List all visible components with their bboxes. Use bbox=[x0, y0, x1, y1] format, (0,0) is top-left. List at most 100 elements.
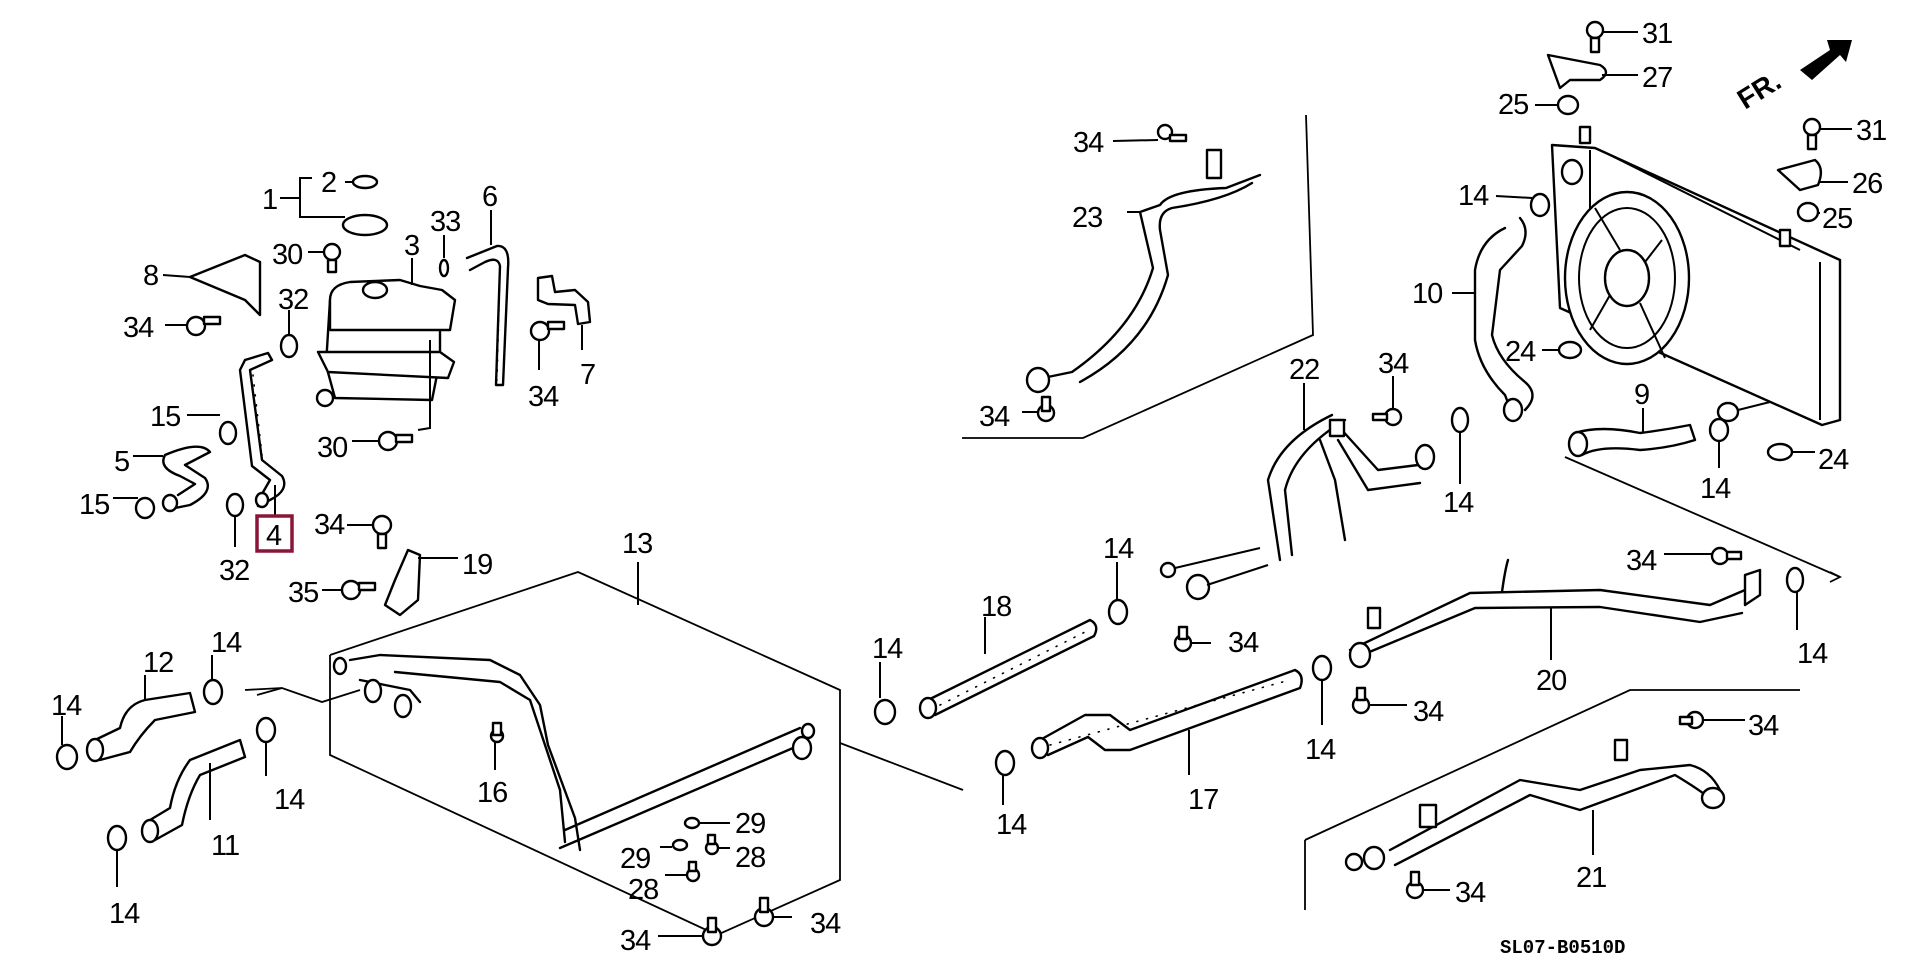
clamp-14-11right bbox=[255, 716, 277, 776]
bolt-34-pipe21b bbox=[1405, 870, 1450, 900]
callout-24[interactable]: 24 bbox=[1505, 336, 1537, 368]
callout-26[interactable]: 26 bbox=[1852, 168, 1883, 200]
callout-34[interactable]: 34 bbox=[123, 312, 155, 344]
callout-14[interactable]: 14 bbox=[872, 633, 904, 665]
callout-14[interactable]: 14 bbox=[1443, 487, 1475, 519]
front-indicator: FR. bbox=[1732, 40, 1852, 115]
callout-18[interactable]: 18 bbox=[981, 591, 1012, 623]
callout-31[interactable]: 31 bbox=[1642, 18, 1673, 50]
callout-21[interactable]: 21 bbox=[1576, 862, 1607, 894]
clamp-14-12right bbox=[202, 655, 224, 706]
callout-5[interactable]: 5 bbox=[114, 446, 130, 478]
callout-30[interactable]: 30 bbox=[317, 432, 348, 464]
callout-14[interactable]: 14 bbox=[1305, 734, 1337, 766]
callout-14[interactable]: 14 bbox=[1458, 180, 1490, 212]
callout-25[interactable]: 25 bbox=[1822, 203, 1853, 235]
callout-22[interactable]: 22 bbox=[1289, 354, 1320, 386]
callout-34[interactable]: 34 bbox=[528, 381, 560, 413]
bolt-34-bottom-right bbox=[753, 896, 792, 928]
callout-13[interactable]: 13 bbox=[622, 528, 653, 560]
callout-11[interactable]: 11 bbox=[211, 830, 240, 862]
callout-34[interactable]: 34 bbox=[314, 509, 346, 541]
callout-17[interactable]: 17 bbox=[1188, 784, 1219, 816]
callout-34[interactable]: 34 bbox=[1378, 348, 1410, 380]
clamp-14-18right bbox=[1107, 562, 1129, 626]
callout-15[interactable]: 15 bbox=[150, 401, 181, 433]
cushion-25-right bbox=[1796, 201, 1820, 223]
callout-14[interactable]: 14 bbox=[1700, 473, 1732, 505]
callout-24[interactable]: 24 bbox=[1818, 444, 1850, 476]
bolt-34-mid bbox=[347, 514, 393, 550]
callout-14[interactable]: 14 bbox=[1797, 638, 1829, 670]
callout-35[interactable]: 35 bbox=[288, 577, 319, 609]
clamp-14-hose10 bbox=[1495, 192, 1551, 218]
callout-14[interactable]: 14 bbox=[109, 898, 141, 930]
group-frame-13 bbox=[329, 571, 964, 936]
group-frame-21 bbox=[1304, 689, 1800, 910]
callout-1[interactable]: 1 bbox=[262, 184, 278, 216]
callout-34[interactable]: 34 bbox=[620, 925, 652, 957]
callout-34[interactable]: 34 bbox=[810, 908, 842, 940]
clamp-14-left bbox=[55, 716, 79, 771]
callout-9[interactable]: 9 bbox=[1634, 379, 1650, 411]
hose-5 bbox=[133, 445, 212, 513]
callout-34[interactable]: 34 bbox=[1073, 127, 1105, 159]
highlight-box-part-4[interactable] bbox=[255, 514, 294, 553]
callout-32[interactable]: 32 bbox=[278, 284, 309, 316]
callout-14[interactable]: 14 bbox=[996, 809, 1028, 841]
callout-34[interactable]: 34 bbox=[1413, 696, 1445, 728]
callout-29[interactable]: 29 bbox=[620, 843, 651, 875]
callout-28[interactable]: 28 bbox=[628, 874, 659, 906]
callout-34[interactable]: 34 bbox=[1748, 710, 1780, 742]
front-label: FR. bbox=[1732, 65, 1787, 115]
callout-14[interactable]: 14 bbox=[211, 627, 243, 659]
clamp-14-17left bbox=[994, 749, 1016, 805]
clamp-14-pipe20 bbox=[1785, 566, 1805, 630]
clamp-14-17right bbox=[1311, 654, 1333, 725]
callout-27[interactable]: 27 bbox=[1642, 62, 1673, 94]
callout-23[interactable]: 23 bbox=[1072, 202, 1103, 234]
cap-bracket-1 bbox=[280, 177, 345, 218]
callout-30[interactable]: 30 bbox=[272, 239, 303, 271]
leader-12-to-13 bbox=[256, 687, 283, 696]
callout-4-highlighted[interactable]: 4 bbox=[266, 520, 283, 552]
callout-8[interactable]: 8 bbox=[143, 260, 159, 292]
callout-34[interactable]: 34 bbox=[1228, 627, 1260, 659]
pipe-21 bbox=[1344, 738, 1726, 872]
bracket-19 bbox=[383, 548, 458, 617]
callout-labels: 31 27 25 31 26 25 34 23 14 10 24 9 24 14… bbox=[51, 18, 1887, 957]
hose-9 bbox=[1567, 408, 1697, 458]
callout-25[interactable]: 25 bbox=[1498, 89, 1529, 121]
callout-29[interactable]: 29 bbox=[735, 808, 766, 840]
reserve-tank-3 bbox=[315, 258, 457, 408]
radiator-fan bbox=[1563, 190, 1691, 366]
callout-14[interactable]: 14 bbox=[51, 690, 83, 722]
callout-12[interactable]: 12 bbox=[143, 647, 174, 679]
callout-14[interactable]: 14 bbox=[1103, 533, 1135, 565]
callout-6[interactable]: 6 bbox=[482, 181, 498, 213]
callout-3[interactable]: 3 bbox=[404, 230, 420, 262]
hose-4 bbox=[238, 351, 286, 515]
callout-34[interactable]: 34 bbox=[1626, 545, 1658, 577]
callout-10[interactable]: 10 bbox=[1412, 278, 1443, 310]
callout-16[interactable]: 16 bbox=[477, 777, 508, 809]
callout-28[interactable]: 28 bbox=[735, 842, 766, 874]
callout-33[interactable]: 33 bbox=[430, 206, 461, 238]
hose-6 bbox=[465, 210, 510, 387]
clamp-14-hose9 bbox=[1708, 417, 1730, 468]
callout-34[interactable]: 34 bbox=[979, 401, 1011, 433]
callout-15[interactable]: 15 bbox=[79, 489, 110, 521]
callout-32[interactable]: 32 bbox=[219, 555, 250, 587]
bolt-31-right bbox=[1802, 117, 1852, 151]
callout-7[interactable]: 7 bbox=[580, 359, 596, 391]
callout-19[interactable]: 19 bbox=[462, 549, 493, 581]
callout-20[interactable]: 20 bbox=[1536, 665, 1567, 697]
clamp-15-bottom bbox=[113, 496, 156, 520]
bolt-34-pipe21a bbox=[1678, 710, 1745, 730]
callout-31[interactable]: 31 bbox=[1856, 115, 1887, 147]
hose-18 bbox=[918, 617, 1098, 720]
callout-14[interactable]: 14 bbox=[274, 784, 306, 816]
bracket-8 bbox=[162, 253, 262, 317]
callout-2[interactable]: 2 bbox=[321, 167, 337, 199]
callout-34[interactable]: 34 bbox=[1455, 877, 1487, 909]
